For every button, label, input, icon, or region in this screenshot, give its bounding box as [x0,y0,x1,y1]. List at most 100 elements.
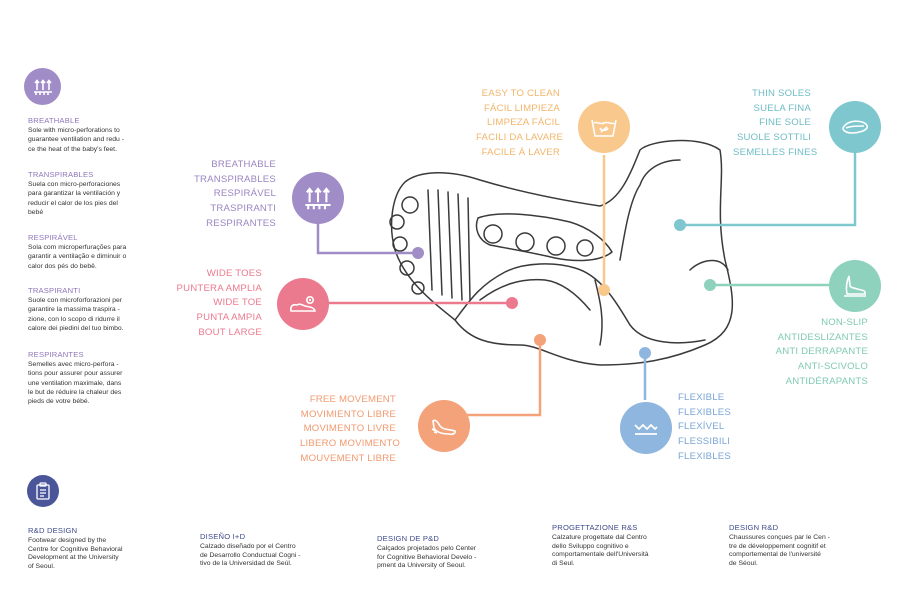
label-line: FLEXIBLE [678,392,725,403]
label-line: ANTI-SCIVOLO [797,361,868,373]
footer-title: DESIGN R&D [729,523,779,532]
label-line: FREE MOVEMENT [309,394,396,405]
label-line: RESPIRANTES [206,217,276,229]
side-feature-line: pieds de votre bébé. [28,398,90,406]
label-line: NON-SLIP [821,317,868,328]
label-line: BREATHABLE [211,159,276,170]
footer-line: dello Sviluppo cognitivo e [552,542,629,550]
footer-line: Calçados projetados pelo Center [377,544,476,552]
side-feature-line: garantir a ventilação e diminuir o [28,253,127,261]
side-feature-line: para garantizar la ventilación y [28,190,121,198]
footer-title: R&D DESIGN [28,526,78,535]
flexible-icon [620,402,672,454]
side-feature-respirantes: RESPIRANTES Semelles avec micro-perfora … [28,350,146,406]
footer-line: Chaussures conçues par le Cen - [729,533,830,541]
label-line: FACILE À LAVER [481,146,560,158]
easy-clean-labels: EASY TO CLEAN FÁCIL LIMPIEZA LIMPEZA FÁC… [476,87,564,161]
side-feature-line: le but de réduire la chaleur des [28,388,122,396]
footer-line: Calzado diseñado por el Centro [200,542,296,550]
footer-line: de Séoul. [729,560,758,568]
footer-progettazione: PROGETTAZIONE R&S Calzature progettate d… [552,523,692,569]
side-feature-line: ce the heat of the baby's feet. [28,145,117,153]
label-line: FLEXÍVEL [678,421,725,433]
wide-toes-icon [277,278,329,330]
side-feature-line: garantire la massima traspira - [28,306,120,314]
non-slip-labels: NON-SLIP ANTIDESLIZANTES ANTI DERRAPANTE… [775,316,868,390]
label-line: FLESSIBILI [678,436,731,448]
side-feature-title: TRANSPIRABLES [28,170,94,179]
label-line: FLEXIBLES [678,450,731,462]
footer-line: of Seoul. [28,563,55,571]
side-feature-title: RESPIRANTES [28,350,84,359]
label-line: SUELA FINA [753,102,811,114]
free-movement-icon [418,400,470,452]
clipboard-icon [27,475,59,507]
thin-soles-labels: THIN SOLES SUELA FINA FINE SOLE SUOLE SO… [733,87,818,161]
side-feature-line: Sola com microperfurações para [28,244,127,252]
footer-line: comportemental de l'université [729,551,821,559]
label-line: MOVIMENTO LIVRE [303,423,396,435]
flexible-labels: FLEXIBLE FLEXIBLES FLEXÍVEL FLESSIBILI F… [678,391,738,465]
side-feature-line: zione, con lo scopo di ridurre il [28,315,120,323]
footer-rnd-design: R&D DESIGN Footwear designed by the Cent… [28,526,168,572]
label-line: EASY TO CLEAN [481,88,560,99]
footer-line: pment da University of Seoul. [377,562,466,570]
side-feature-line: tions pour assurer pour assurer [28,370,123,378]
side-feature-line: calore dei piedini del tuo bimbo. [28,324,124,332]
breathable-labels: BREATHABLE TRANSPIRABLES RESPIRÁVEL TRAS… [188,158,276,232]
side-feature-line: Suela con micro-perforaciones [28,181,121,189]
label-line: WIDE TOES [206,268,262,279]
side-feature-line: Suole con microforforazioni per [28,297,123,305]
footer-line: tivo de la Universidad de Seúl. [200,560,292,568]
label-line: PUNTERA AMPLIA [176,282,262,294]
label-line: FACILI DA LAVARE [476,132,564,144]
side-feature-title: BREATHABLE [28,116,80,125]
footer-design-rd: DESIGN R&D Chaussures conçues par le Cen… [729,523,869,569]
thin-soles-icon [829,101,881,153]
side-feature-line: reducir el calor de los pies del [28,199,118,207]
label-line: MOUVEMENT LIBRE [300,452,396,464]
label-line: LIBERO MOVIMENTO [300,438,401,450]
label-line: ANTIDÉRAPANTS [785,375,868,387]
side-feature-line: Sole with micro-perforations to [28,127,120,135]
label-line: SUOLE SOTTILI [736,132,811,144]
footer-title: PROGETTAZIONE R&S [552,523,638,532]
breathable-icon [24,68,61,105]
footer-line: Calzature progettate dal Centro [552,533,647,541]
side-feature-traspiranti: TRASPIRANTI Suole con microforforazioni … [28,286,146,333]
side-feature-title: TRASPIRANTI [28,286,81,295]
side-feature-respiravel: RESPIRÁVEL Sola com microperfurações par… [28,233,146,271]
label-line: BOUT LARGE [198,326,262,338]
label-line: TRASPIRANTI [210,203,276,215]
footer-line: Centre for Cognitive Behavioral [28,545,123,553]
label-line: RESPIRÁVEL [213,188,276,200]
footer-line: comportamentale dell'Università [552,551,649,559]
easy-clean-icon [578,101,630,153]
side-feature-line: une ventilation maximale, dans [28,379,122,387]
label-line: LIMPEZA FÁCIL [487,117,560,129]
footer-title: DESIGN DE P&D [377,534,440,543]
side-feature-transpirables: TRANSPIRABLES Suela con micro-perforacio… [28,170,146,217]
side-feature-line: Semelles avec micro-perfora - [28,361,119,369]
label-line: FLEXIBLES [678,406,731,418]
side-feature-title: RESPIRÁVEL [28,233,78,242]
footer-title: DISEÑO I+D [200,532,246,541]
label-line: SEMELLES FINES [733,146,818,158]
footer-diseno: DISEÑO I+D Calzado diseñado por el Centr… [200,532,340,569]
label-line: ANTIDESLIZANTES [777,331,868,343]
footer-line: Footwear designed by the [28,536,107,544]
wide-toes-labels: WIDE TOES PUNTERA AMPLIA WIDE TOE PUNTA … [176,267,262,341]
label-line: ANTI DERRAPANTE [775,346,868,358]
side-feature-line: bebé [28,208,44,216]
label-line: THIN SOLES [751,88,811,99]
label-line: FINE SOLE [759,117,811,129]
label-line: TRANSPIRABLES [193,173,276,185]
footer-line: di Seul. [552,560,575,568]
label-line: PUNTA AMPIA [196,312,262,324]
label-line: MOVIMIENTO LIBRE [300,408,396,420]
footer-line: tre de développement cognitif et [729,542,826,550]
side-feature-breathable: BREATHABLE Sole with micro-perforations … [28,116,146,154]
side-feature-line: calor dos pés do bebê. [28,262,97,270]
footer-design-pd: DESIGN DE P&D Calçados projetados pelo C… [377,534,517,571]
